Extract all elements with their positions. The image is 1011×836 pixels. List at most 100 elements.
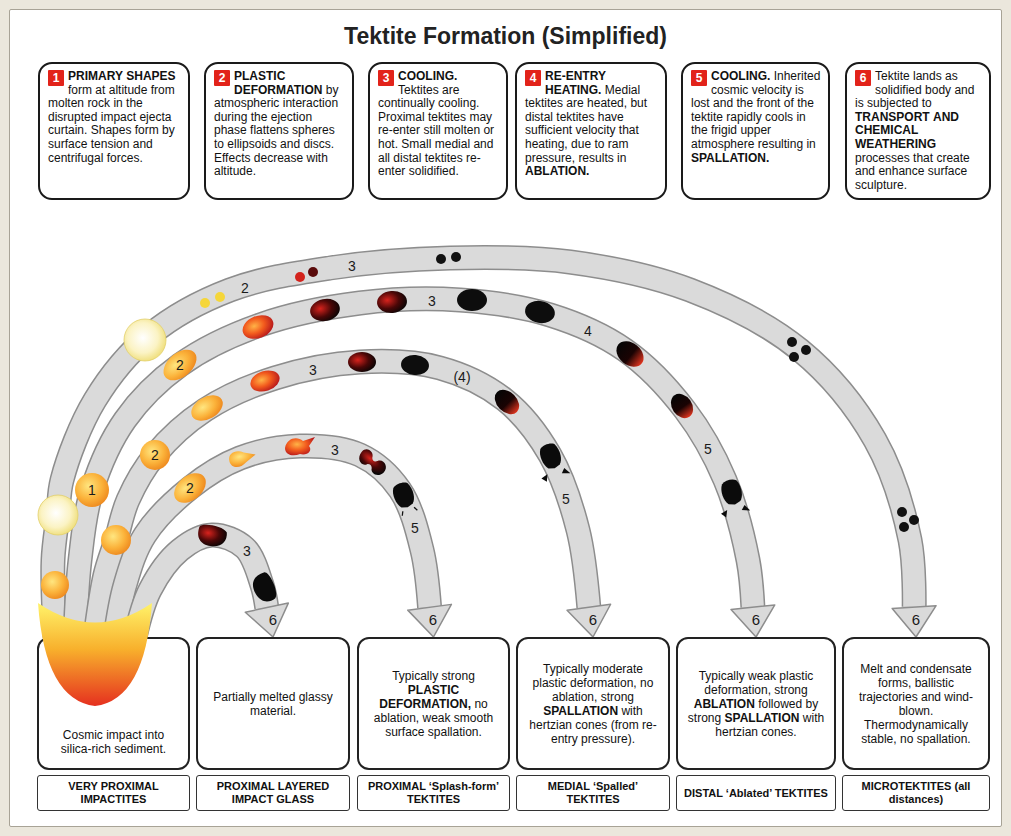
arrow-band-outline bbox=[135, 535, 267, 637]
outcome-description: Cosmic impact into silica-rich sediment. bbox=[47, 728, 180, 756]
ablating-tektite bbox=[611, 336, 648, 372]
step-description: Tektite lands as solidified body and is … bbox=[855, 69, 974, 192]
bold-term: SPALLATION bbox=[725, 711, 800, 725]
step-description: PRIMARY SHAPES form at altitude from mol… bbox=[48, 69, 176, 165]
stage-number: 2 bbox=[151, 448, 159, 462]
category-name: DISTAL ‘Ablated’ TEKTITES bbox=[684, 787, 828, 800]
solid-tektite bbox=[400, 354, 430, 376]
tektite-body bbox=[719, 477, 745, 507]
flattened-ellipsoid bbox=[187, 390, 227, 426]
step-number-badge: 3 bbox=[378, 70, 394, 86]
microtektite-dot bbox=[897, 507, 907, 517]
bold-term: ABLATION. bbox=[525, 164, 589, 178]
primary-sphere bbox=[140, 440, 170, 470]
stage-number: 5 bbox=[704, 442, 712, 456]
bold-term: ABLATION bbox=[694, 697, 755, 711]
step-number-badge: 1 bbox=[48, 70, 64, 86]
hertzian-cone bbox=[741, 504, 751, 513]
stage-number: 3 bbox=[309, 363, 317, 377]
trajectory-arrow bbox=[95, 361, 611, 637]
outcome-description: Melt and condensate forms, ballistic tra… bbox=[852, 662, 980, 746]
microtektite-dot bbox=[801, 345, 811, 355]
step-number: 1 bbox=[53, 71, 60, 85]
stage-number: 5 bbox=[562, 492, 570, 506]
stage-number: 6 bbox=[752, 612, 760, 627]
microtektite-dot bbox=[909, 515, 919, 525]
microtektite-dot bbox=[787, 337, 797, 347]
step-box: 4RE-ENTRY HEATING. Medial tektites are h… bbox=[515, 62, 667, 200]
step-number-badge: 6 bbox=[855, 70, 871, 86]
impact-crater bbox=[37, 602, 153, 708]
outcome-description: Partially melted glassy material. bbox=[206, 690, 340, 718]
arrow-band-outline bbox=[115, 446, 430, 637]
bold-term: SHAPES bbox=[126, 69, 175, 83]
bold-term: SPALLATION bbox=[543, 704, 618, 718]
arrow-head bbox=[567, 604, 611, 637]
step-description: COOLING. Tektites are continually coolin… bbox=[378, 69, 494, 178]
step-number-badge: 2 bbox=[214, 70, 230, 86]
trajectory-arrow bbox=[53, 257, 936, 637]
splash-form-trajectory-shapes bbox=[168, 437, 419, 516]
glass-blob bbox=[249, 571, 280, 606]
step-number: 6 bbox=[860, 71, 867, 85]
ablating-tektite bbox=[666, 390, 697, 423]
layered-glass-trajectory-shapes bbox=[196, 523, 280, 605]
step-box: 3COOLING. Tektites are continually cooli… bbox=[368, 62, 508, 200]
step-box: 2PLASTIC DEFORMATION by atmospheric inte… bbox=[204, 62, 354, 200]
stage-number: 1 bbox=[88, 483, 96, 497]
flattened-ellipsoid bbox=[168, 467, 211, 509]
bold-term: WEATHERING bbox=[855, 137, 936, 151]
step-description: PLASTIC DEFORMATION by atmospheric inter… bbox=[214, 69, 338, 178]
stage-number: 2 bbox=[186, 481, 194, 495]
outcome-description: Typically moderate plastic deformation, … bbox=[526, 662, 660, 746]
solid-tektite bbox=[457, 289, 487, 311]
tektite-body bbox=[537, 441, 564, 471]
dumbbell-shape bbox=[356, 447, 389, 478]
category-label-box: PROXIMAL LAYERED IMPACT GLASS bbox=[196, 775, 350, 811]
arrow-band bbox=[53, 257, 914, 637]
trajectory-arrow bbox=[75, 299, 775, 637]
step-box: 6Tektite lands as solidified body and is… bbox=[845, 62, 991, 200]
cooling-tektite bbox=[308, 296, 342, 324]
outcome-description: Typically strong PLASTIC DEFORMATION, no… bbox=[367, 669, 500, 739]
bold-term: AND bbox=[933, 110, 959, 124]
arrow-head bbox=[731, 605, 775, 637]
title: Tektite Formation (Simplified) bbox=[0, 22, 1011, 50]
pale-sphere bbox=[124, 319, 166, 361]
crater-melt bbox=[38, 603, 152, 706]
microtektite-dot bbox=[899, 522, 909, 532]
category-label-box: MICROTEKTITES (all distances) bbox=[842, 775, 990, 811]
stage-number: 5 bbox=[411, 521, 419, 535]
pale-sphere bbox=[38, 495, 78, 535]
stage-number: 2 bbox=[176, 358, 184, 372]
glass-blob bbox=[196, 523, 228, 548]
category-label-box: PROXIMAL ‘Splash-form’ TEKTITES bbox=[357, 775, 510, 811]
cooling-tektite bbox=[239, 311, 277, 343]
arrow-head bbox=[245, 603, 288, 637]
category-name: PROXIMAL LAYERED IMPACT GLASS bbox=[201, 780, 345, 806]
arrow-band bbox=[95, 361, 589, 637]
arrow-band-outline bbox=[75, 299, 753, 637]
primary-sphere bbox=[101, 525, 131, 555]
bold-term: COOLING. bbox=[711, 69, 770, 83]
microtektite-dot bbox=[451, 252, 461, 262]
spalled-tektite bbox=[531, 440, 570, 483]
outcome-description: Typically weak plastic deformation, stro… bbox=[686, 669, 826, 739]
stage-number: 6 bbox=[589, 612, 597, 627]
spall-flake bbox=[401, 511, 404, 515]
bold-term: COOLING. bbox=[398, 69, 457, 83]
step-description: COOLING. Inherited cosmic velocity is lo… bbox=[691, 69, 820, 165]
flattened-ellipsoid bbox=[158, 344, 203, 387]
category-name: MICROTEKTITES (all distances) bbox=[847, 780, 985, 806]
microtektite-dot bbox=[200, 298, 210, 308]
step-description: RE-ENTRY HEATING. Medial tektites are he… bbox=[525, 69, 647, 178]
stage-number: 6 bbox=[429, 612, 437, 627]
stage-number: 3 bbox=[428, 294, 436, 308]
stage-number: 3 bbox=[331, 443, 339, 457]
outcome-box: Typically moderate plastic deformation, … bbox=[516, 637, 670, 770]
bold-term: CHEMICAL bbox=[855, 123, 918, 137]
stage-number: 4 bbox=[584, 324, 592, 338]
microtektite-dot bbox=[308, 267, 318, 277]
category-name: VERY PROXIMAL IMPACTITES bbox=[42, 780, 185, 806]
